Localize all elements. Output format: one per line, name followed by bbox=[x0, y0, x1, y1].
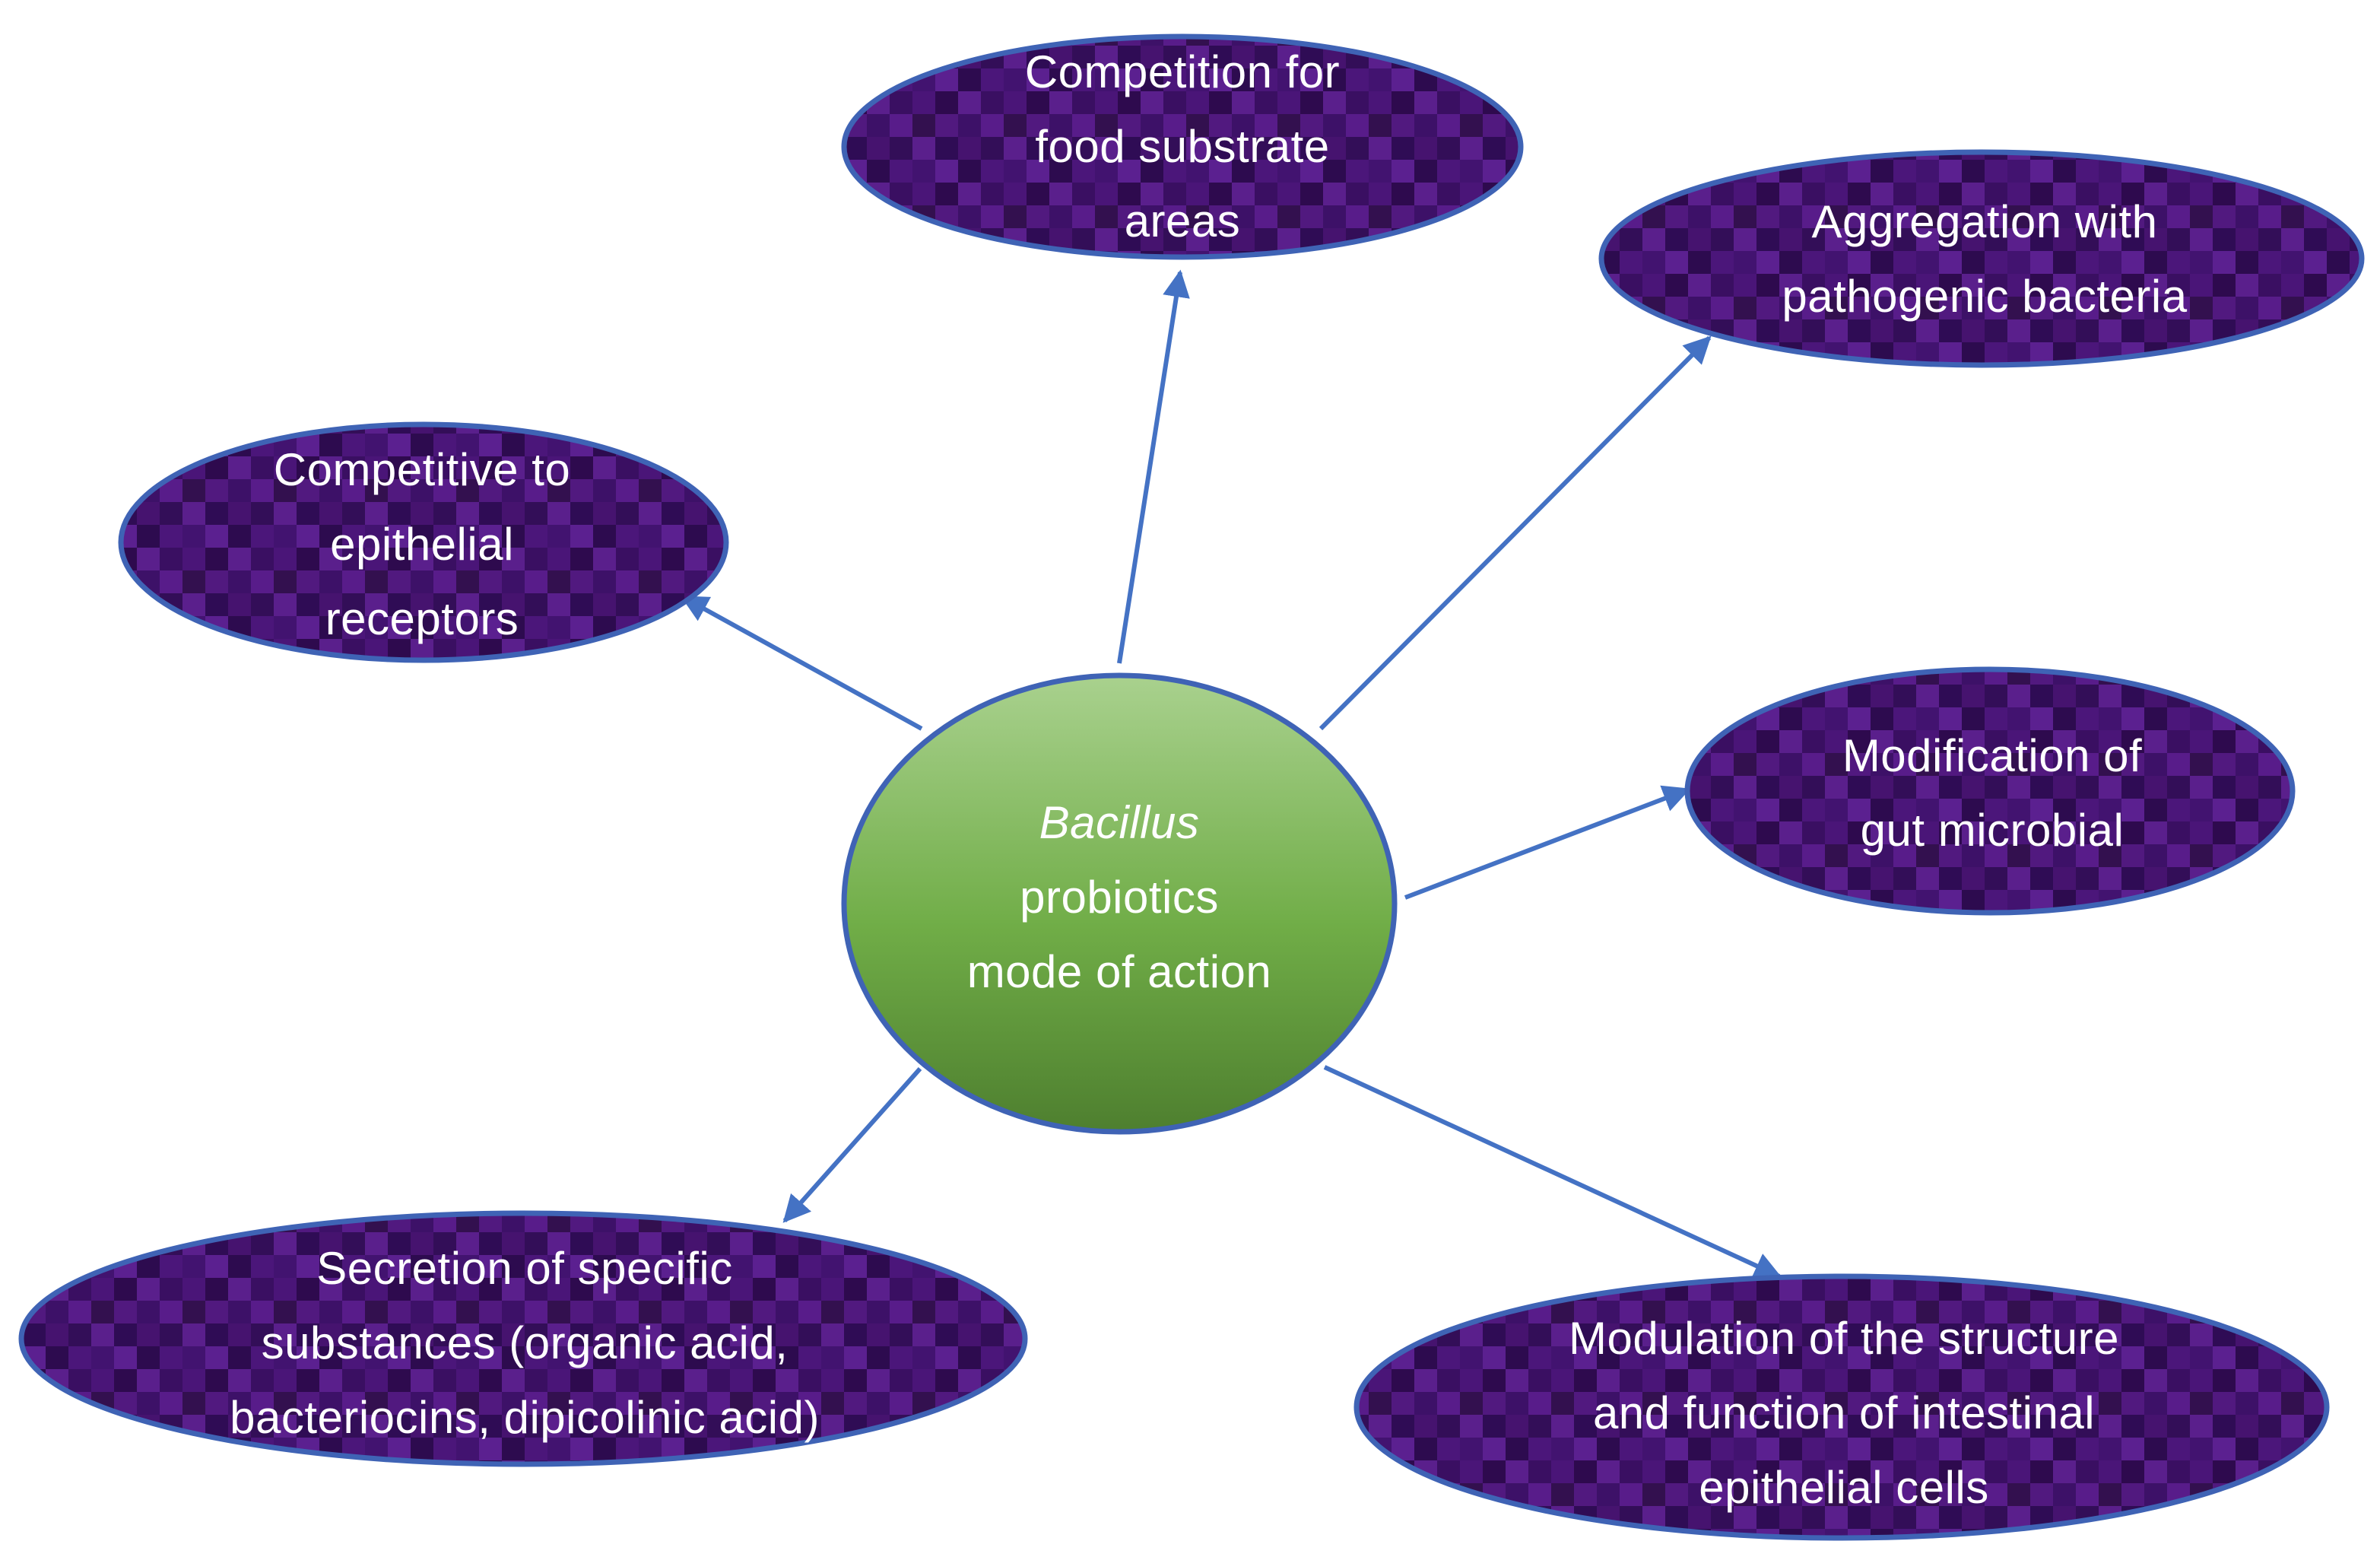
outer-nodes bbox=[18, 33, 2365, 1541]
label-line: Aggregation with bbox=[1811, 196, 2158, 247]
label-line: bacteriocins, dipicolinic acid) bbox=[230, 1392, 820, 1443]
arrow-to-competition-food bbox=[1117, 269, 1190, 664]
label-line: receptors bbox=[325, 593, 519, 644]
arrow-to-secretion bbox=[782, 1067, 922, 1223]
node-modification-gut-label: Modification of gut microbial bbox=[1726, 719, 2258, 868]
label-line: substances (organic acid, bbox=[261, 1317, 789, 1368]
center-label-line2: probiotics bbox=[1020, 872, 1219, 923]
arrow-to-aggregation bbox=[1319, 335, 1712, 731]
node-competitive-receptors-shape bbox=[118, 421, 729, 663]
center-label-line3: mode of action bbox=[966, 946, 1272, 997]
center-node-label: Bacillus probiotics mode of action bbox=[876, 783, 1363, 1012]
label-line: gut microbial bbox=[1860, 805, 2125, 856]
arrow-to-competitive-receptors bbox=[680, 595, 923, 731]
node-aggregation-shape bbox=[1598, 149, 2365, 368]
center-label-italic: Bacillus bbox=[1039, 797, 1200, 848]
label-line: areas bbox=[1124, 195, 1241, 246]
node-modulation-shape bbox=[1353, 1273, 2330, 1541]
node-modulation-label: Modulation of the structure and function… bbox=[1464, 1301, 2224, 1526]
arrows bbox=[680, 269, 1782, 1279]
node-competition-food-shape bbox=[841, 33, 1524, 260]
label-line: Competition for bbox=[1024, 46, 1341, 97]
node-aggregation-label: Aggregation with pathogenic bacteria bbox=[1658, 185, 2312, 334]
node-competitive-receptors-label: Competitive to epithelial receptors bbox=[175, 432, 669, 657]
label-line: epithelial bbox=[330, 519, 514, 570]
label-line: and function of intestinal bbox=[1592, 1387, 2096, 1438]
node-secretion-shape bbox=[18, 1210, 1028, 1467]
label-line: Modulation of the structure bbox=[1569, 1313, 2119, 1364]
label-line: epithelial cells bbox=[1699, 1462, 1989, 1513]
arrow-to-modification-gut bbox=[1404, 785, 1691, 900]
node-secretion-label: Secretion of specific substances (organi… bbox=[137, 1231, 912, 1456]
node-modification-gut-shape bbox=[1684, 666, 2296, 916]
label-line: Modification of bbox=[1842, 730, 2143, 781]
arrow-to-modulation bbox=[1323, 1065, 1782, 1279]
center-node-shape bbox=[841, 672, 1398, 1135]
node-competition-food-label: Competition for food substrate areas bbox=[893, 34, 1471, 259]
label-line: Competitive to bbox=[273, 444, 571, 495]
label-line: Secretion of specific bbox=[316, 1243, 733, 1294]
label-line: food substrate bbox=[1035, 121, 1330, 172]
label-line: pathogenic bacteria bbox=[1782, 271, 2188, 322]
